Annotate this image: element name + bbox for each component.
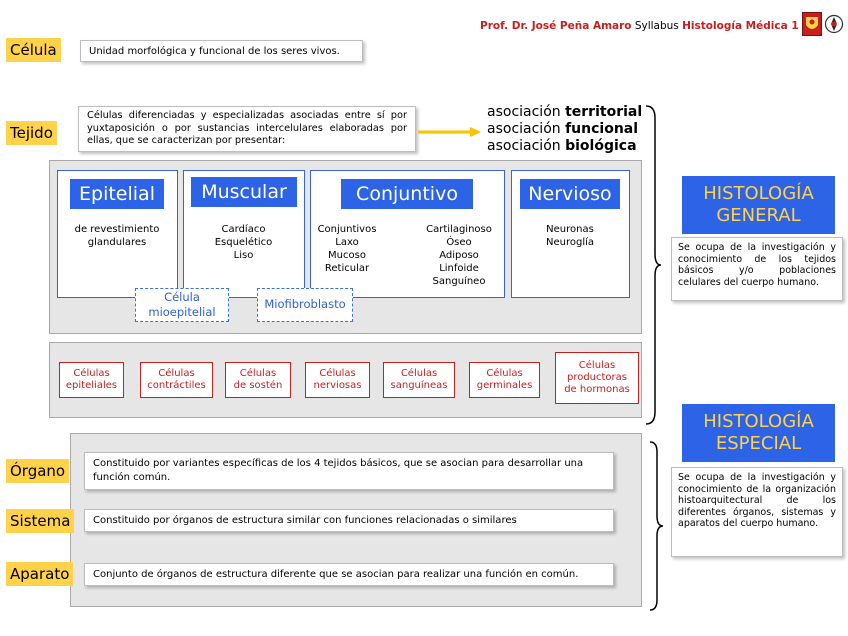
tissue-muscular-items: Cardíaco Esquelético Liso bbox=[214, 224, 273, 261]
sistema-definition: Constituido por órganos de estructura si… bbox=[84, 509, 614, 532]
tissue-epitelial-title: Epitelial bbox=[70, 179, 164, 209]
cell-type-germinales: Células germinales bbox=[469, 362, 540, 398]
histologia-general-title: HISTOLOGÍA GENERAL bbox=[682, 176, 835, 234]
tissue-conjuntivo-items-right: Cartilaginoso Óseo Adiposo Linfoide Sang… bbox=[426, 224, 492, 287]
miofibroblasto: Miofibroblasto bbox=[257, 288, 353, 322]
tejido-label: Tejido bbox=[6, 121, 57, 145]
cell-type-sanguineas: Células sanguíneas bbox=[383, 362, 455, 398]
cell-type-contractiles: Células contráctiles bbox=[140, 362, 213, 398]
celula-label: Célula bbox=[6, 38, 61, 62]
tissue-muscular-title: Muscular bbox=[191, 177, 297, 207]
brace-general bbox=[645, 105, 662, 425]
sistema-label: Sistema bbox=[6, 509, 75, 533]
arrow-to-associations bbox=[418, 127, 481, 137]
tissue-muscular: Muscular Cardíaco Esquelético Liso bbox=[183, 170, 305, 298]
aparato-label: Aparato bbox=[6, 562, 74, 586]
tissue-epitelial: Epitelial de revestimiento glandulares bbox=[57, 170, 178, 298]
tissue-conjuntivo-items-left: Conjuntivos Laxo Mucoso Reticular bbox=[317, 224, 377, 274]
university-seal bbox=[824, 12, 844, 36]
page-header: Prof. Dr. José Peña Amaro Syllabus Histo… bbox=[480, 18, 799, 34]
tissue-nervioso: Nervioso Neuronas Neuroglía bbox=[511, 170, 630, 298]
organo-label: Órgano bbox=[6, 459, 70, 483]
brace-especial bbox=[649, 441, 664, 611]
cell-type-sosten: Células de sostén bbox=[225, 362, 291, 398]
tissue-epitelial-items: de revestimiento glandulares bbox=[74, 224, 160, 248]
course-name: Histología Médica 1 bbox=[682, 20, 799, 32]
association-funcional: asociación funcional bbox=[487, 121, 639, 137]
tissue-nervioso-items: Neuronas Neuroglía bbox=[545, 224, 594, 248]
tejido-definition: Células diferenciadas y especializadas a… bbox=[78, 106, 416, 152]
syllabus-label: Syllabus bbox=[634, 20, 679, 32]
author-name: Prof. Dr. José Peña Amaro bbox=[480, 20, 632, 32]
university-logo bbox=[802, 12, 822, 36]
tissue-nervioso-title: Nervioso bbox=[520, 179, 620, 209]
histologia-especial-description: Se ocupa de la investigación y conocimie… bbox=[671, 467, 843, 557]
association-biologica: asociación biológica bbox=[487, 138, 637, 154]
cell-type-epiteliales: Células epiteliales bbox=[59, 362, 124, 398]
tissue-conjuntivo: Conjuntivo Conjuntivos Laxo Mucoso Retic… bbox=[310, 170, 505, 298]
histologia-especial-title: HISTOLOGÍA ESPECIAL bbox=[682, 404, 835, 462]
tissue-conjuntivo-title: Conjuntivo bbox=[341, 179, 473, 209]
histologia-general-description: Se ocupa de la investigación y conocimie… bbox=[671, 237, 843, 301]
cell-type-productoras-hormonas: Células productoras de hormonas bbox=[555, 352, 639, 404]
aparato-definition: Conjunto de órganos de estructura difere… bbox=[84, 563, 614, 586]
celula-definition: Unidad morfológica y funcional de los se… bbox=[80, 40, 363, 62]
celula-mioepitelial: Célula mioepitelial bbox=[135, 288, 229, 322]
cell-type-nerviosas: Células nerviosas bbox=[305, 362, 370, 398]
association-territorial: asociación territorial bbox=[487, 104, 643, 120]
organo-definition: Constituido por variantes específicas de… bbox=[84, 452, 614, 490]
